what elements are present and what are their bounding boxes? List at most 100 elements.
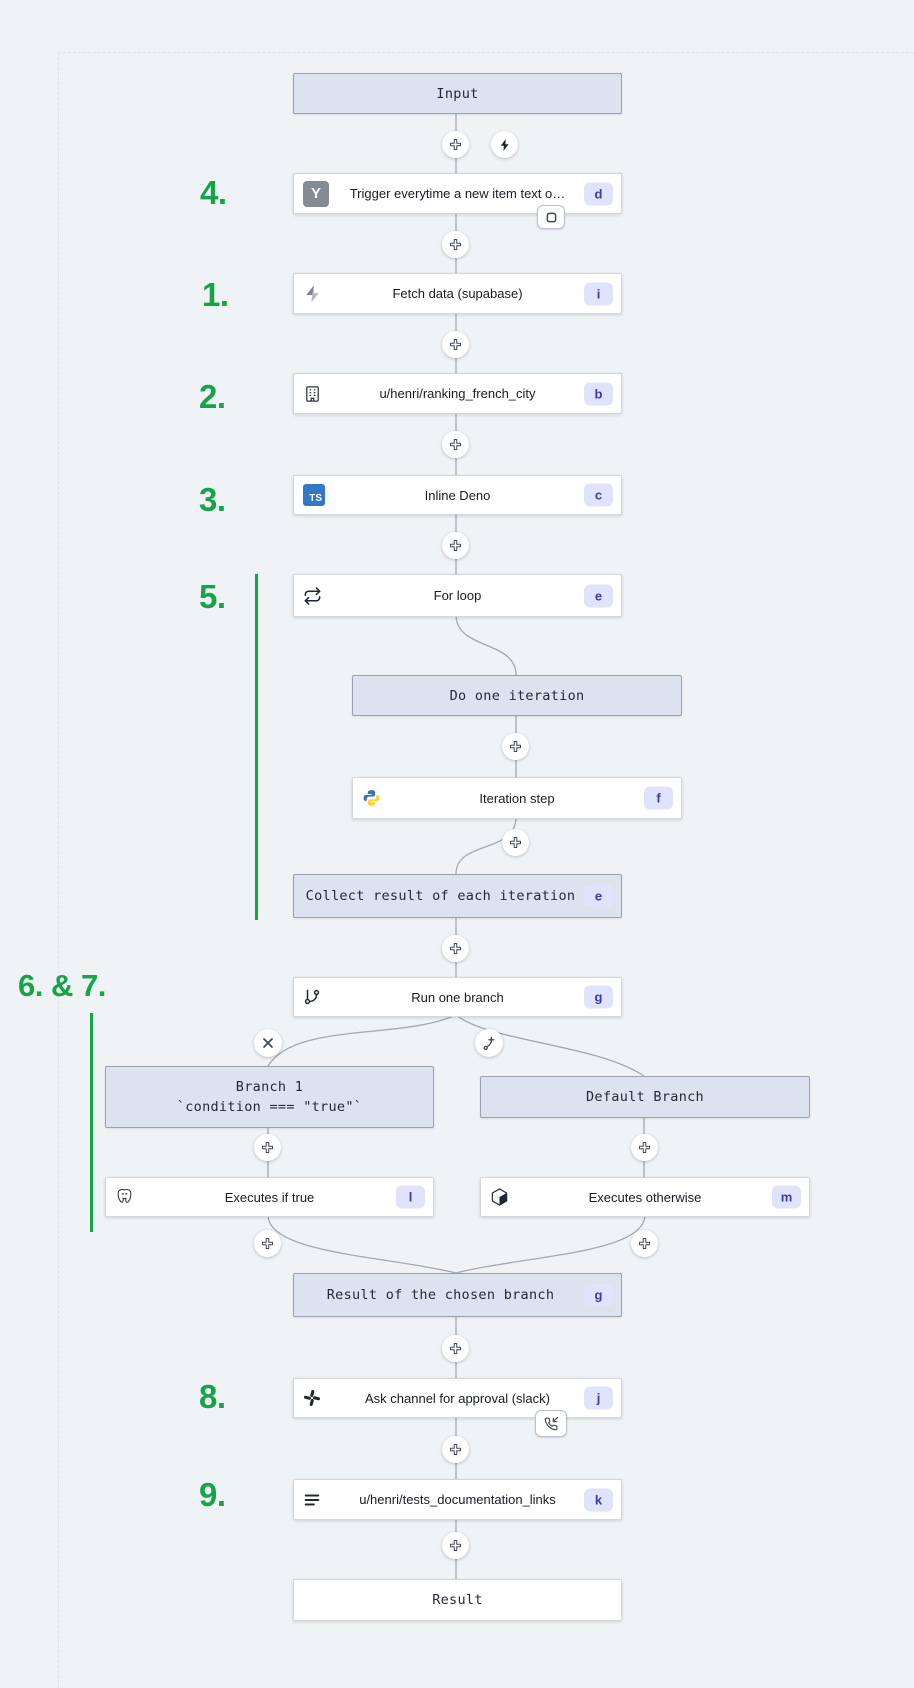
node-ask-approval-badge: j (584, 1386, 613, 1410)
plus-icon (450, 239, 461, 250)
node-executes-if-true-badge: l (396, 1185, 425, 1209)
node-run-one-branch-label: Run one branch (411, 989, 504, 1005)
plus-icon (450, 439, 461, 450)
square-stop-icon (546, 212, 556, 222)
node-run-one-branch[interactable]: Run one branch g (293, 977, 622, 1017)
result-chosen-branch-box[interactable]: Result of the chosen branch g (293, 1273, 622, 1317)
do-one-iteration-box[interactable]: Do one iteration (352, 675, 682, 716)
section-line-5 (255, 574, 258, 920)
add-step-button[interactable] (442, 1532, 469, 1559)
annotation-1: 1. (202, 276, 229, 313)
repeat-icon (303, 586, 322, 605)
branch1-title: Branch 1 (235, 1079, 304, 1095)
annotation-3: 3. (199, 481, 226, 518)
node-tests-documentation-links-label: u/henri/tests_documentation_links (359, 1492, 556, 1507)
supabase-bolt-icon (303, 284, 323, 304)
plus-icon (262, 1238, 273, 1249)
add-step-button[interactable] (442, 331, 469, 358)
add-step-button[interactable] (442, 1335, 469, 1362)
node-executes-otherwise-badge: m (772, 1185, 801, 1209)
section-line-6-7 (90, 1013, 93, 1232)
add-branch-button[interactable] (475, 1029, 503, 1057)
add-step-button[interactable] (631, 1134, 658, 1161)
add-step-button[interactable] (502, 733, 529, 760)
plus-icon (450, 339, 461, 350)
result-box[interactable]: Result (293, 1579, 622, 1621)
node-for-loop[interactable]: For loop e (293, 574, 622, 617)
annotation-5: 5. (199, 578, 226, 615)
annotation-4: 4. (200, 174, 227, 211)
git-branch-icon (303, 988, 321, 1006)
node-fetch-data[interactable]: Fetch data (supabase) i (293, 273, 622, 314)
branch1-box[interactable]: Branch 1 `condition === "true"` (105, 1066, 434, 1128)
node-executes-otherwise-label: Executes otherwise (588, 1189, 702, 1205)
collect-result-badge: e (584, 884, 613, 908)
remove-branch-button[interactable] (254, 1029, 282, 1057)
node-ask-approval[interactable]: Ask channel for approval (slack) j (293, 1378, 622, 1418)
node-executes-if-true-label: Executes if true (224, 1189, 315, 1205)
add-step-button[interactable] (442, 231, 469, 258)
add-step-button[interactable] (254, 1134, 281, 1161)
input-box[interactable]: Input (293, 73, 622, 114)
plus-icon (450, 943, 461, 954)
node-inline-deno[interactable]: TS Inline Deno c (293, 475, 622, 515)
node-fetch-data-badge: i (584, 282, 613, 305)
node-for-loop-badge: e (584, 584, 613, 607)
node-ask-approval-label: Ask channel for approval (slack) (365, 1390, 550, 1406)
plus-icon (450, 1444, 461, 1455)
collect-result-label: Collect result of each iteration (305, 888, 576, 904)
add-step-button[interactable] (442, 1436, 469, 1463)
node-iteration-step-badge: f (644, 786, 673, 810)
python-icon (362, 789, 381, 808)
result-chosen-branch-label: Result of the chosen branch (326, 1287, 555, 1303)
cube-icon (490, 1188, 509, 1207)
plus-icon (450, 139, 461, 150)
result-chosen-branch-badge: g (584, 1283, 613, 1307)
building-icon (303, 384, 322, 403)
lightning-icon (500, 138, 509, 151)
node-run-one-branch-badge: g (584, 985, 613, 1009)
node-trigger-label: Trigger everytime a new item text o… (349, 186, 566, 201)
node-trigger[interactable]: Y Trigger everytime a new item text o… d (293, 173, 622, 214)
node-executes-otherwise[interactable]: Executes otherwise m (480, 1177, 810, 1217)
menu-lines-icon (303, 1491, 321, 1509)
plus-icon (450, 1540, 461, 1551)
typescript-icon: TS (303, 484, 325, 506)
add-step-button[interactable] (631, 1230, 658, 1257)
node-ranking-french-city[interactable]: u/henri/ranking_french_city b (293, 373, 622, 414)
plus-icon (450, 1343, 461, 1354)
add-step-button[interactable] (442, 532, 469, 559)
add-step-button[interactable] (442, 935, 469, 962)
node-fetch-data-label: Fetch data (supabase) (392, 286, 523, 301)
node-inline-deno-badge: c (584, 483, 613, 507)
add-step-button[interactable] (254, 1230, 281, 1257)
approval-callback-button[interactable] (535, 1410, 567, 1437)
add-step-button[interactable] (442, 431, 469, 458)
do-one-iteration-label: Do one iteration (449, 687, 585, 704)
phone-incoming-icon (544, 1416, 558, 1430)
result-box-label: Result (432, 1592, 483, 1608)
node-tests-documentation-links-badge: k (584, 1488, 613, 1511)
node-executes-if-true[interactable]: Executes if true l (105, 1177, 434, 1217)
add-step-button[interactable] (502, 829, 529, 856)
node-iteration-step[interactable]: Iteration step f (352, 777, 682, 819)
branch-add-icon (483, 1036, 494, 1050)
canvas-top-edge (58, 52, 914, 53)
collect-result-box[interactable]: Collect result of each iteration e (293, 874, 622, 918)
plus-icon (510, 741, 521, 752)
node-tests-documentation-links[interactable]: u/henri/tests_documentation_links k (293, 1479, 622, 1520)
trigger-stop-button[interactable] (537, 205, 565, 229)
plus-icon (639, 1238, 650, 1249)
canvas-left-edge (58, 52, 59, 1688)
plus-icon (510, 837, 521, 848)
branch1-condition: `condition === "true"` (176, 1099, 363, 1115)
close-x-icon (263, 1038, 273, 1048)
node-for-loop-label: For loop (433, 588, 482, 603)
plus-icon (450, 540, 461, 551)
input-box-label: Input (436, 85, 479, 102)
add-trigger-button[interactable] (491, 131, 518, 158)
add-step-button[interactable] (442, 131, 469, 158)
default-branch-box[interactable]: Default Branch (480, 1076, 810, 1118)
plus-icon (639, 1142, 650, 1153)
annotation-9: 9. (199, 1476, 226, 1513)
